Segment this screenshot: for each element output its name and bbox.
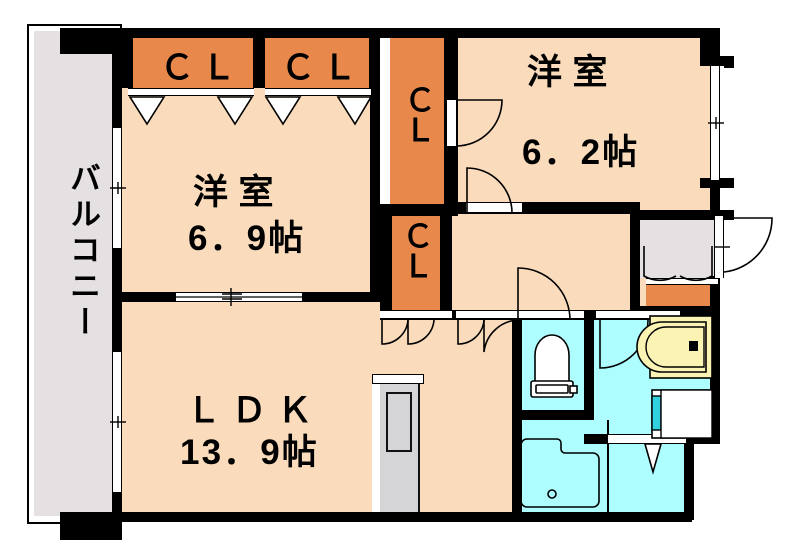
bedroom-west-name: 洋室 xyxy=(193,173,285,212)
wall-closet-top-divider xyxy=(253,28,265,88)
closet-top-left xyxy=(133,36,253,88)
bedroom-east-hall-door[interactable] xyxy=(466,202,522,213)
closet-center-upper xyxy=(390,36,448,212)
closet-center-lower-label: Ｃ Ｌ xyxy=(396,219,440,285)
hall-folding-door[interactable] xyxy=(456,310,522,319)
balcony-outline xyxy=(27,24,122,524)
wall-bottom xyxy=(112,512,692,522)
bath-door[interactable] xyxy=(608,434,686,444)
entrance-area xyxy=(640,216,718,278)
wall-bedroom-west-right xyxy=(370,28,380,302)
closet-center-upper-label-line2: Ｌ xyxy=(404,113,436,149)
washroom-door[interactable] xyxy=(596,310,680,319)
wall-right-lower xyxy=(710,276,720,444)
kitchen-sink xyxy=(386,392,412,452)
entrance-door-arc xyxy=(723,217,773,273)
shoe-closet xyxy=(646,284,718,310)
closet-center-lower-label-line2: Ｌ xyxy=(402,249,434,285)
bedroom-east-door-opening[interactable] xyxy=(446,100,457,146)
wall-right-entrance-top xyxy=(630,210,734,220)
shoe-closet-door[interactable] xyxy=(646,278,718,285)
wall-top xyxy=(122,28,720,38)
ldk-bedroom-sliding-door[interactable] xyxy=(176,292,302,302)
balcony-area xyxy=(34,31,122,516)
wall-closet-top-right-edge xyxy=(369,28,380,88)
wall-closet-top-left-edge xyxy=(122,28,133,88)
closet-top-right xyxy=(265,36,369,88)
wall-closet-center-divider xyxy=(380,204,458,216)
closet-center-upper-label-line1: Ｃ xyxy=(404,83,436,118)
closet-top-left-door[interactable] xyxy=(128,88,254,96)
entrance-door-opening[interactable] xyxy=(714,216,724,278)
wall-bath-left xyxy=(512,414,522,520)
balcony-window-lower[interactable] xyxy=(112,352,122,492)
wall-top-right-step xyxy=(700,28,720,64)
wall-washroom-left xyxy=(584,310,594,414)
wall-bottom-left-step xyxy=(60,512,122,540)
bedroom-east-name: 洋室 xyxy=(527,53,619,92)
wall-right-mid xyxy=(710,186,720,218)
bedroom-east-size: 6．2帖 xyxy=(522,133,640,172)
closet-center-lower-door[interactable] xyxy=(380,310,452,319)
toilet-room-area xyxy=(520,318,586,412)
closet-center-lower xyxy=(390,216,444,310)
wall-right-bottom-step xyxy=(684,434,720,444)
wall-closet-lower-left xyxy=(380,212,392,312)
toilet-door[interactable] xyxy=(520,310,584,319)
ldk-name: ＬＤＫ xyxy=(186,391,323,430)
wall-right-upper xyxy=(724,56,734,68)
kitchen-counter-side-gap xyxy=(372,384,380,520)
closet-top-right-label: ＣＬ xyxy=(281,49,364,87)
wall-top-right-jog xyxy=(700,56,734,66)
wall-left-rooms xyxy=(112,28,122,520)
wall-toilet-bottom xyxy=(512,410,594,420)
closet-center-upper-label: Ｃ Ｌ xyxy=(398,83,442,149)
wall-top-left-step xyxy=(60,28,122,54)
balcony-label: バルコニー xyxy=(65,162,100,342)
kitchen-counter-front-band xyxy=(372,374,424,384)
wall-bath-right xyxy=(684,434,694,520)
bedroom-west-size: 6．9帖 xyxy=(188,219,306,258)
ldk-size: 13．9帖 xyxy=(180,433,319,472)
wall-toilet-left xyxy=(512,310,522,420)
wall-entrance-left xyxy=(630,210,640,316)
bedroom-east-window[interactable] xyxy=(710,66,720,180)
closet-top-left-label: ＣＬ xyxy=(160,49,243,87)
closet-top-right-door[interactable] xyxy=(265,88,371,96)
closet-center-lower-label-line1: Ｃ xyxy=(402,219,434,254)
balcony-window-upper[interactable] xyxy=(112,128,122,248)
ldk-area xyxy=(122,297,520,520)
line-bath-divider xyxy=(607,420,609,512)
wall-right-window-bottom xyxy=(700,178,734,188)
wall-closet-lower-right xyxy=(440,212,452,312)
